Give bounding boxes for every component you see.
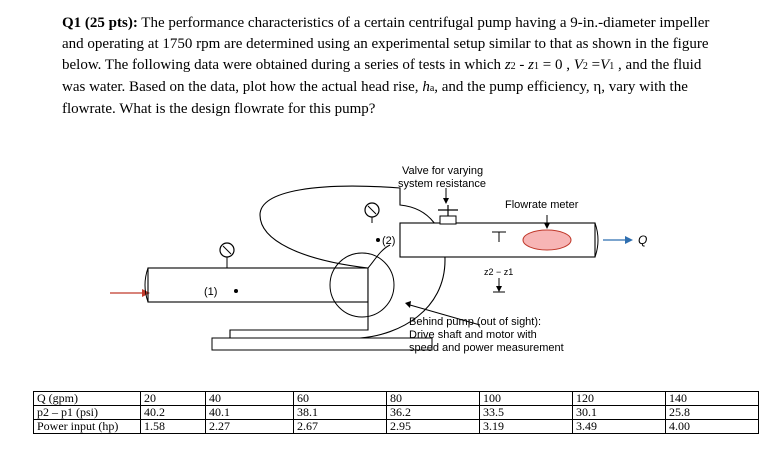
eq-op: = [587, 57, 601, 73]
behind-pump-line-2: Drive shaft and motor with [409, 329, 537, 341]
table-cell: 25.8 [665, 405, 759, 420]
eq-z1: z [528, 57, 534, 73]
question-text-2: , and the fluid was water. Based on the … [62, 57, 702, 95]
table-cell: 40.2 [140, 405, 206, 420]
question-text: Q1 (25 pts): The performance characteris… [62, 13, 722, 120]
table-row: p2 – p1 (psi) 40.2 40.1 38.1 36.2 33.5 3… [33, 405, 759, 420]
eq-v2: V [573, 57, 583, 73]
outlet-arrowhead [625, 236, 633, 244]
pump-base [211, 337, 433, 351]
table-row: Power input (hp) 1.58 2.27 2.67 2.95 3.1… [33, 419, 759, 434]
resistance-valve [439, 215, 457, 225]
eq-sub: 1 [609, 61, 615, 72]
row-header: Power input (hp) [33, 419, 141, 434]
flowrate-meter [522, 229, 572, 251]
table-cell: 3.49 [572, 419, 666, 434]
question-text-1: The performance characteristics of a cer… [62, 15, 710, 73]
table-cell: 40.1 [205, 405, 294, 420]
pump-test-diagram: (1) (2) Valve for varying system resista… [110, 165, 647, 354]
eq-sub: 1 [534, 61, 539, 72]
table-cell: 2.27 [205, 419, 294, 434]
table-cell: 60 [293, 391, 387, 406]
table-cell: 33.5 [479, 405, 573, 420]
inlet-pipe [147, 267, 369, 303]
question-label: Q1 (25 pts): [62, 15, 138, 31]
ha-sub: a [429, 83, 435, 94]
table-cell: 40 [205, 391, 294, 406]
point-2-label: (2) [382, 235, 395, 247]
eq-sub: 2 [582, 61, 588, 72]
eq-sub: 2 [510, 61, 516, 72]
valve-label-line-1: Valve for varying [402, 165, 483, 177]
row-header: p2 – p1 (psi) [33, 405, 141, 420]
table-cell: 38.1 [293, 405, 387, 420]
table-cell: 2.67 [293, 419, 387, 434]
flowrate-symbol: Q [638, 233, 647, 247]
table-cell: 30.1 [572, 405, 666, 420]
eq-tail: = 0 , [539, 57, 574, 73]
behind-pump-line-3: speed and power measurement [409, 342, 564, 354]
table-cell: 20 [140, 391, 206, 406]
table-cell: 100 [479, 391, 573, 406]
elevation-label: z2 − z1 [484, 267, 513, 277]
flowmeter-label: Flowrate meter [505, 199, 579, 211]
table-cell: 140 [665, 391, 759, 406]
pump-data-table: Q (gpm) 20 40 60 80 100 120 140 p2 – p1 … [33, 391, 759, 434]
eq-v1: V [600, 57, 610, 73]
table-cell: 2.95 [386, 419, 480, 434]
question-text-3: , and the pump efficiency, η, vary with … [62, 79, 688, 117]
table-cell: 80 [386, 391, 480, 406]
table-row: Q (gpm) 20 40 60 80 100 120 140 [33, 391, 759, 406]
table-cell: 4.00 [665, 419, 759, 434]
ha-symbol: h [422, 79, 430, 95]
row-header: Q (gpm) [33, 391, 141, 406]
eq-op: - [515, 57, 529, 73]
table-cell: 3.19 [479, 419, 573, 434]
valve-label-line-2: system resistance [398, 178, 486, 190]
behind-pump-line-1: Behind pump (out of sight): [409, 316, 541, 328]
table-cell: 1.58 [140, 419, 206, 434]
table-cell: 120 [572, 391, 666, 406]
pump-volute [229, 185, 446, 339]
eq-z2: z [504, 57, 511, 73]
table-cell: 36.2 [386, 405, 480, 420]
point-1-label: (1) [204, 286, 217, 298]
